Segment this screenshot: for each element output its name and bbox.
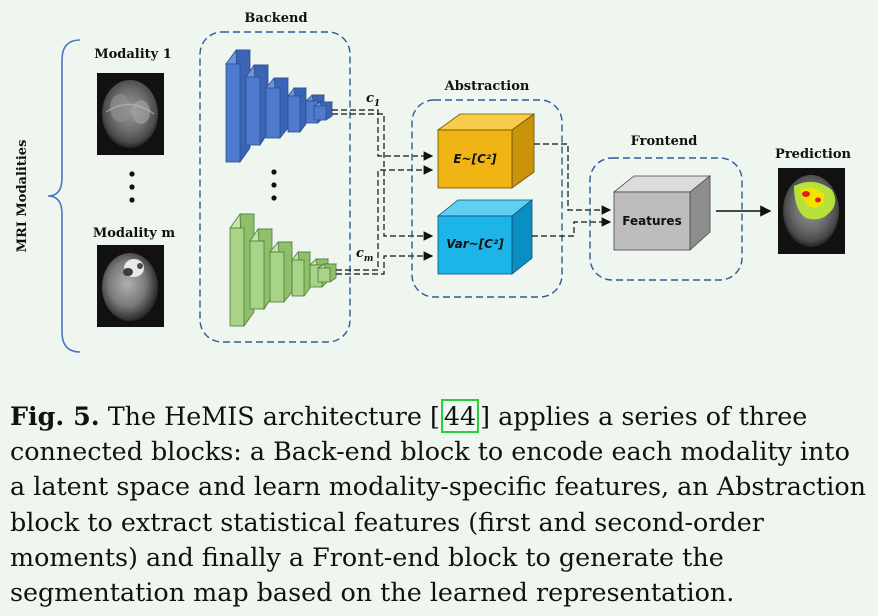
prediction-segmentation-image (778, 168, 845, 254)
encoder-ellipsis-dots (271, 169, 277, 201)
modality-1-label: Modality 1 (94, 47, 172, 62)
mean-cube (436, 113, 536, 189)
caption-text-before: The HeMIS architecture (99, 401, 430, 431)
variance-cube (436, 199, 534, 275)
citation-link[interactable]: 44 (440, 399, 480, 433)
variance-box-label: Var~[C²] (446, 237, 504, 251)
cm-label: cm (356, 246, 373, 264)
features-label: Features (622, 214, 681, 228)
backend-to-abstraction-connections (332, 109, 434, 275)
modality-1-mri-image (97, 73, 164, 155)
hemis-architecture-diagram: MRI Modalities Modality 1 Modality m Bac… (15, 11, 852, 353)
modality-ellipsis-dots (129, 171, 135, 203)
mri-modalities-label: MRI Modalities (15, 140, 30, 253)
c1-label: c1 (366, 91, 380, 109)
modality-m-label: Modality m (93, 226, 176, 241)
abstraction-block (411, 99, 563, 298)
figure-caption: Fig. 5. The HeMIS architecture [44] appl… (10, 399, 867, 608)
abstraction-to-frontend-connections (532, 143, 612, 237)
prediction-title: Prediction (775, 147, 851, 162)
backend-title: Backend (244, 11, 307, 26)
features-cube (612, 175, 712, 251)
abstraction-title: Abstraction (444, 79, 530, 94)
encoder-modality-m (229, 213, 338, 328)
modalities-brace (47, 39, 81, 353)
figure-label: Fig. 5. (10, 401, 100, 431)
frontend-title: Frontend (631, 134, 698, 149)
frontend-block (589, 157, 743, 281)
encoder-modality-1 (225, 49, 334, 164)
modality-m-mri-image (97, 245, 164, 327)
caption-text-after: applies a series of three connected bloc… (10, 401, 867, 608)
mean-box-label: E~[C²] (453, 152, 497, 166)
